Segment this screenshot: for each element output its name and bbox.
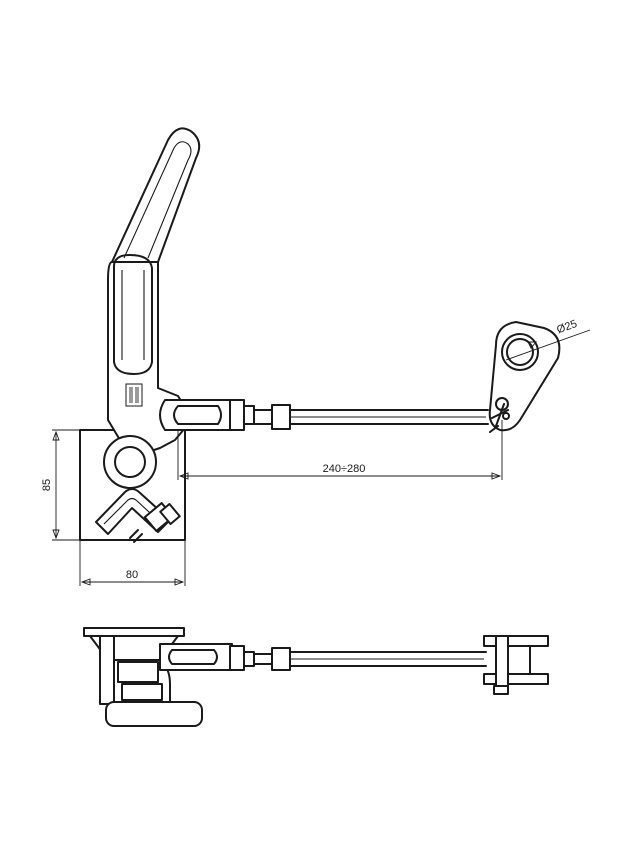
- side-view: [83, 627, 549, 727]
- dim-reach: 240÷280: [177, 420, 503, 480]
- side-coupling: [271, 647, 291, 671]
- pivot-outer: [103, 435, 157, 489]
- side-fork-web: [505, 645, 531, 675]
- side-foot: [105, 701, 203, 727]
- grip-cover: [112, 254, 153, 375]
- dim-height-label: 85: [41, 479, 53, 491]
- dim-width: 80: [79, 540, 186, 586]
- marking-label: [125, 383, 143, 407]
- clevis-slot: [173, 405, 222, 425]
- pin-end: [502, 412, 510, 420]
- clevis-nut: [229, 399, 245, 431]
- pivot-inner: [114, 446, 146, 478]
- crank-hole-inner: [506, 338, 534, 366]
- side-handle-bar: [121, 683, 163, 701]
- clevis-nut-2: [243, 405, 255, 425]
- coupling: [271, 404, 291, 430]
- rod: [253, 409, 489, 425]
- dim-width-label: 80: [126, 569, 138, 581]
- jaw-bolt-screw: [129, 529, 143, 543]
- side-fork-top: [483, 635, 549, 647]
- side-pin: [495, 635, 509, 687]
- v-jaw-inner: [103, 497, 163, 525]
- marking-bar-1: [129, 387, 133, 403]
- jaw-bolt-nut: [159, 503, 181, 525]
- dim-reach-label: 240÷280: [323, 463, 366, 475]
- handle-grip-inner: [123, 141, 192, 259]
- dim-diameter-label: Ø25: [555, 318, 579, 336]
- side-clevis-slot: [168, 649, 218, 665]
- side-clevis: [159, 643, 233, 671]
- side-fork-bottom: [483, 673, 549, 685]
- side-nut-1: [229, 645, 245, 671]
- dim-height: 85: [41, 429, 80, 541]
- crank-hole-outer: [501, 333, 539, 371]
- marking-bar-2: [135, 387, 139, 403]
- side-nut-2: [243, 651, 255, 667]
- front-view: 85 80 240÷280 Ø25: [41, 127, 591, 586]
- side-body: [99, 635, 115, 705]
- grip-cover-inner: [121, 270, 145, 360]
- side-grip: [117, 661, 159, 683]
- side-rod: [253, 651, 487, 667]
- side-pin-cap: [493, 685, 509, 695]
- handle-lever: [111, 127, 201, 263]
- pin-cross: [489, 403, 509, 433]
- side-top-flange: [83, 627, 185, 637]
